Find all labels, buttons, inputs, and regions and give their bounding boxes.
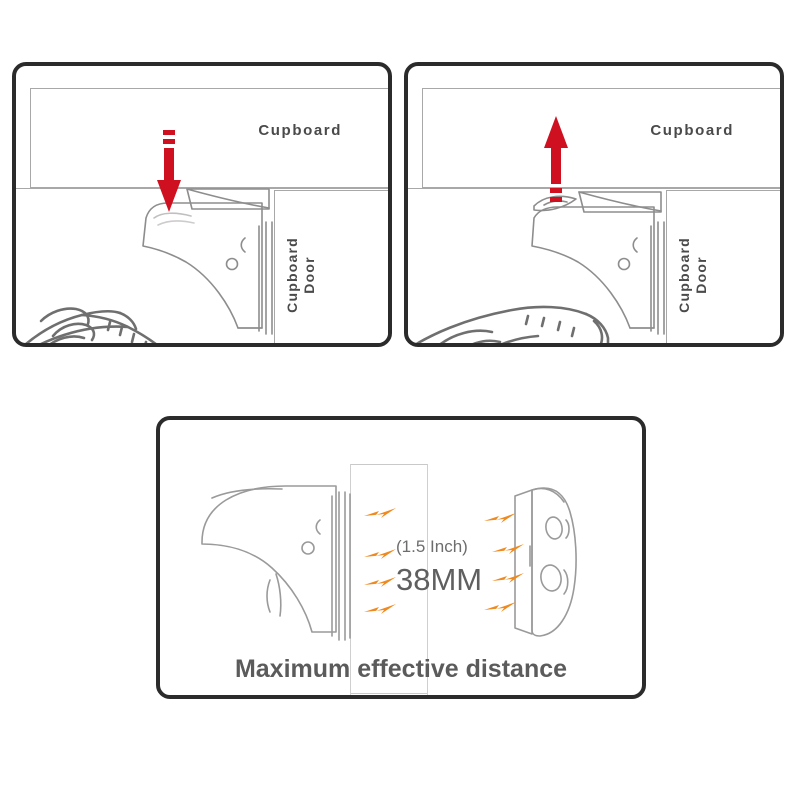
cupboard-label: Cupboard xyxy=(258,122,342,139)
signal-bolt-right xyxy=(491,572,525,587)
shelf-line xyxy=(408,188,780,189)
signal-bolt-right xyxy=(491,543,525,558)
cupboard-door-outline xyxy=(666,190,780,343)
lock-body-linework xyxy=(201,485,351,641)
signal-bolt-left xyxy=(363,603,397,618)
cupboard-carcass-outline xyxy=(30,88,388,188)
arrow-head xyxy=(544,116,568,148)
signal-bolt-left xyxy=(363,576,397,591)
arrow-shaft xyxy=(164,148,174,186)
distance-caption: Maximum effective distance xyxy=(234,655,568,683)
distance-inch-label: (1.5 Inch) xyxy=(396,537,468,556)
signal-bolt-right xyxy=(483,601,517,616)
lock-and-hand-linework xyxy=(415,191,665,343)
arrow-dash xyxy=(163,130,175,135)
press-panel-artwork: Cupboard Cupboard Door xyxy=(16,66,388,343)
signal-bolt-left xyxy=(363,548,397,563)
lift-up-panel: Cupboard Cupboard Door xyxy=(404,62,784,347)
press-down-arrow xyxy=(157,130,181,212)
lift-panel-artwork: Cupboard Cupboard Door xyxy=(408,66,780,343)
cupboard-carcass-outline xyxy=(422,88,780,188)
distance-mm-label: 38MM xyxy=(396,562,483,597)
lift-up-arrow xyxy=(544,116,568,204)
distance-panel-artwork: (1.5 Inch) 38MM Maximum effective distan… xyxy=(160,420,642,695)
key-fob-linework xyxy=(514,487,577,637)
arrow-shaft xyxy=(551,146,561,184)
cupboard-label: Cupboard xyxy=(650,122,734,139)
press-down-panel: Cupboard Cupboard Door xyxy=(12,62,392,347)
arrow-dash xyxy=(550,197,562,202)
arrow-dash xyxy=(163,139,175,144)
signal-bolt-left xyxy=(363,507,397,522)
maximum-distance-panel: (1.5 Inch) 38MM Maximum effective distan… xyxy=(156,416,646,699)
arrow-dash xyxy=(550,188,562,193)
signal-bolt-right xyxy=(483,512,517,527)
arrow-head xyxy=(157,180,181,212)
lock-and-hand-linework xyxy=(25,188,273,343)
slab-guide-right xyxy=(427,464,428,695)
cupboard-door-outline xyxy=(274,190,388,343)
